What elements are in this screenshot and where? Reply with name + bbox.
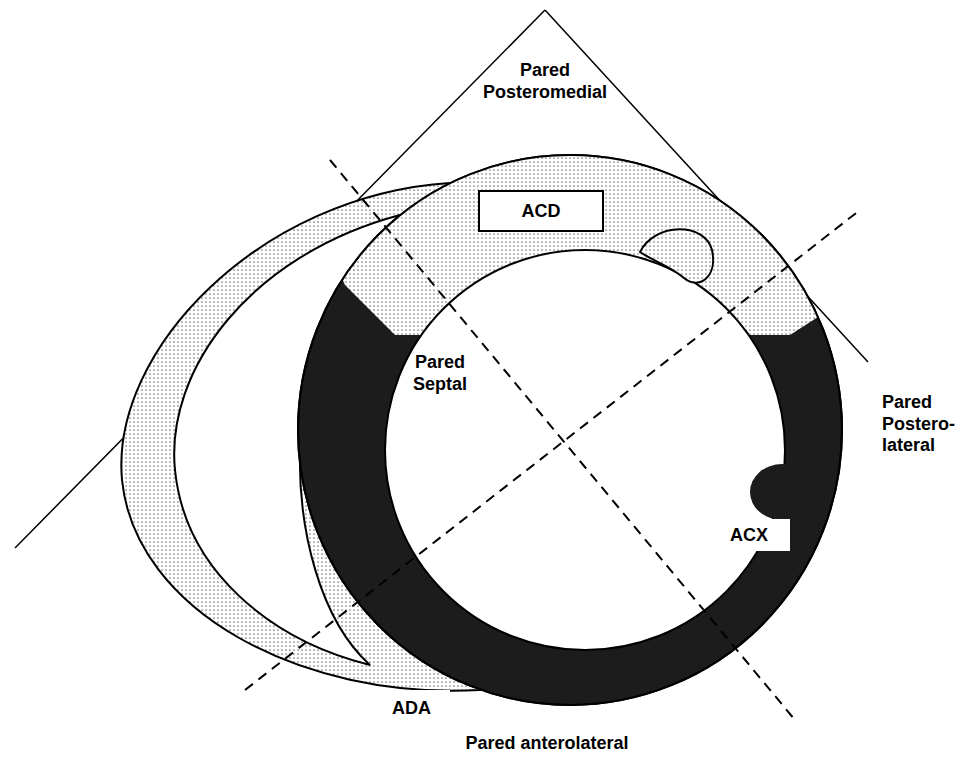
axis-line xyxy=(330,160,795,720)
left-ventricle-cavity xyxy=(385,250,785,650)
wall-label: Pared Septal xyxy=(413,352,467,395)
artery-name: ACD xyxy=(522,201,561,222)
wall-label: Pared Posteromedial xyxy=(483,60,607,103)
artery-name: ADA xyxy=(392,698,431,719)
artery-name: ACX xyxy=(730,525,768,546)
artery-box: ACX xyxy=(708,519,790,551)
wall-label: Pared anterolateral xyxy=(465,733,628,755)
left-ventricle-outline xyxy=(298,155,842,705)
papillary-muscle xyxy=(750,464,814,520)
papillary-muscle xyxy=(640,229,713,282)
artery-box: ACD xyxy=(478,190,604,232)
axis-line xyxy=(245,210,860,690)
wall-label: Pared Postero- lateral xyxy=(882,392,955,457)
artery-box: ADA xyxy=(373,690,450,727)
